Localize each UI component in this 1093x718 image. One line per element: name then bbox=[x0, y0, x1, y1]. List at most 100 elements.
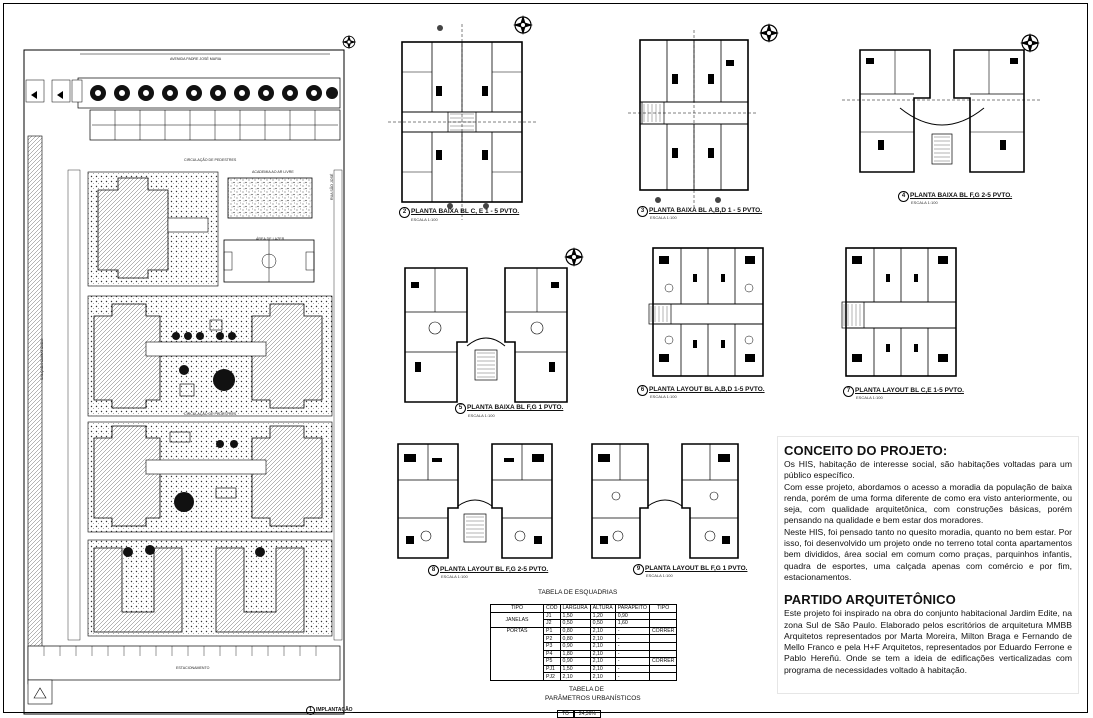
esq-cell: CORRER bbox=[648, 626, 678, 636]
esq-cell: 2,10 bbox=[589, 641, 616, 651]
esq-cell bbox=[648, 664, 678, 674]
plan-5-scale: ESCALA 1:100 bbox=[468, 413, 495, 418]
esq-cell: 2,10 bbox=[589, 634, 616, 643]
plan-3-number: 3 bbox=[637, 206, 648, 217]
esq-cell: 1,60 bbox=[614, 619, 650, 628]
esq-cell: 2,10 bbox=[589, 649, 616, 659]
plan-9-drawing bbox=[586, 440, 756, 570]
esq-header-parapeito: PARAPEITO bbox=[614, 604, 650, 613]
esq-cell bbox=[648, 619, 678, 628]
site-court-label: ÁREA DE LAZER bbox=[256, 237, 285, 241]
plan-6-number: 6 bbox=[637, 385, 648, 396]
plan-4-drawing bbox=[842, 36, 1042, 186]
esq-cell: P2 bbox=[543, 634, 561, 643]
plan-5-number: 5 bbox=[455, 403, 466, 414]
esq-cell: P5 bbox=[543, 657, 561, 666]
north-arrow-plan-2 bbox=[512, 14, 534, 36]
esq-cell: 1,20 bbox=[589, 611, 616, 621]
esq-cell: CORRER bbox=[648, 657, 678, 666]
concept-paragraph-3: Neste HIS, foi pensado tanto no quesito … bbox=[784, 526, 1072, 582]
esq-cell: 2,10 bbox=[589, 626, 616, 636]
plan-2-scale: ESCALA 1:100 bbox=[411, 217, 438, 222]
plan-2-title: PLANTA BAIXA BL C, E 1 - 5 PVTO. bbox=[411, 208, 520, 215]
plan-3-drawing bbox=[628, 30, 758, 210]
esquadrias-title: TABELA DE ESQUADRIAS bbox=[538, 589, 618, 596]
plan-9-title: PLANTA LAYOUT BL F,G 1 PVTO. bbox=[645, 565, 748, 572]
plan-7-drawing bbox=[838, 244, 968, 384]
esq-cell: 2,10 bbox=[559, 672, 591, 681]
esq-cell: 0,90 bbox=[559, 641, 591, 651]
concept-paragraph-2: Com esse projeto, abordamos o acesso a m… bbox=[784, 481, 1072, 526]
partido-paragraph: Este projeto foi inspirado na obra do co… bbox=[784, 608, 1072, 675]
plan-6-scale: ESCALA 1:100 bbox=[650, 394, 677, 399]
site-street-left: CALÇADA CLIMATIZADA bbox=[40, 338, 44, 380]
esq-cell: 2,10 bbox=[589, 672, 616, 681]
concept-title: CONCEITO DO PROJETO: bbox=[784, 443, 948, 458]
plan-6-title: PLANTA LAYOUT BL A,B,D 1-5 PVTO. bbox=[649, 386, 765, 393]
esquadrias-header-row: TIPO COD LARGURA ALTURA PARAPEITO TIPO bbox=[490, 604, 678, 613]
esq-cell: 0,90 bbox=[614, 611, 650, 621]
parametros-title-2: PARÂMETROS URBANÍSTICOS bbox=[545, 695, 641, 702]
esq-cell: J2 bbox=[543, 619, 561, 628]
esq-header-tipo: TIPO bbox=[490, 604, 544, 613]
esq-cell: J1 bbox=[543, 611, 561, 621]
esq-cell: 0,90 bbox=[559, 657, 591, 666]
esq-cell: 2,10 bbox=[589, 657, 616, 666]
parametros-label: TO bbox=[557, 710, 574, 718]
plan-3-title: PLANTA BAIXA BL A,B,D 1 - 5 PVTO. bbox=[649, 207, 763, 214]
esq-cell bbox=[648, 672, 678, 681]
esq-cell: P3 bbox=[543, 641, 561, 651]
esq-cell: 1,50 bbox=[559, 611, 591, 621]
plan-4-title: PLANTA BAIXA BL F,G 2-5 PVTO. bbox=[910, 192, 1013, 199]
sheet-frame bbox=[3, 3, 1088, 713]
plan-8-scale: ESCALA 1:100 bbox=[441, 574, 468, 579]
esq-header-largura: LARGURA bbox=[559, 604, 591, 613]
plan-2-drawing bbox=[388, 20, 538, 220]
plan-8-drawing bbox=[392, 440, 572, 570]
esq-cell: PJ2 bbox=[543, 672, 561, 681]
concept-paragraph-1: Os HIS, habitação de interesse social, s… bbox=[784, 459, 1072, 481]
esq-cell: 0,80 bbox=[559, 626, 591, 636]
site-street-top: AVENIDA PADRE JOSÉ MARIA bbox=[170, 57, 222, 61]
north-arrow-plan-5 bbox=[563, 246, 585, 268]
esq-cell: - bbox=[614, 626, 650, 636]
site-street-right: RUA SÃO JOSÉ bbox=[330, 173, 334, 200]
esq-header-tipo-2: TIPO bbox=[648, 604, 678, 613]
esq-cell: - bbox=[614, 634, 650, 643]
esq-cell: P4 bbox=[543, 649, 561, 659]
esq-cell bbox=[648, 649, 678, 659]
esq-cell: - bbox=[614, 649, 650, 659]
site-circulation-label-2: CIRCULAÇÃO DE PEDESTRES bbox=[184, 412, 237, 416]
esq-cell: 1,80 bbox=[559, 649, 591, 659]
esq-cell: 0,50 bbox=[589, 619, 616, 628]
parametros-value: 24,36% bbox=[573, 710, 601, 718]
plan-7-title: PLANTA LAYOUT BL C,E 1-5 PVTO. bbox=[855, 387, 964, 394]
site-plan-number: 1 bbox=[306, 706, 315, 715]
esq-cell: 2,10 bbox=[589, 664, 616, 674]
plan-6-drawing bbox=[645, 244, 775, 384]
site-circulation-label: CIRCULAÇÃO DE PEDESTRES bbox=[184, 158, 237, 162]
esq-header-altura: ALTURA bbox=[589, 604, 616, 613]
plan-9-scale: ESCALA 1:100 bbox=[646, 573, 673, 578]
esq-cell: PJ1 bbox=[543, 664, 561, 674]
north-arrow-plan-4 bbox=[1019, 32, 1041, 54]
plan-4-scale: ESCALA 1:100 bbox=[911, 200, 938, 205]
partido-title: PARTIDO ARQUITETÔNICO bbox=[784, 592, 956, 608]
esq-group-portas: PORTAS bbox=[490, 626, 544, 681]
esq-cell bbox=[648, 634, 678, 643]
esq-cell: 0,80 bbox=[559, 634, 591, 643]
plan-4-number: 4 bbox=[898, 191, 909, 202]
esq-group-janelas: JANELAS bbox=[490, 611, 544, 628]
table-row: J2 0,50 0,50 1,60 bbox=[491, 619, 678, 628]
plan-2-number: 2 bbox=[399, 207, 410, 218]
site-parking-label: ESTACIONAMENTO bbox=[176, 666, 210, 670]
esq-cell: P1 bbox=[543, 626, 561, 636]
